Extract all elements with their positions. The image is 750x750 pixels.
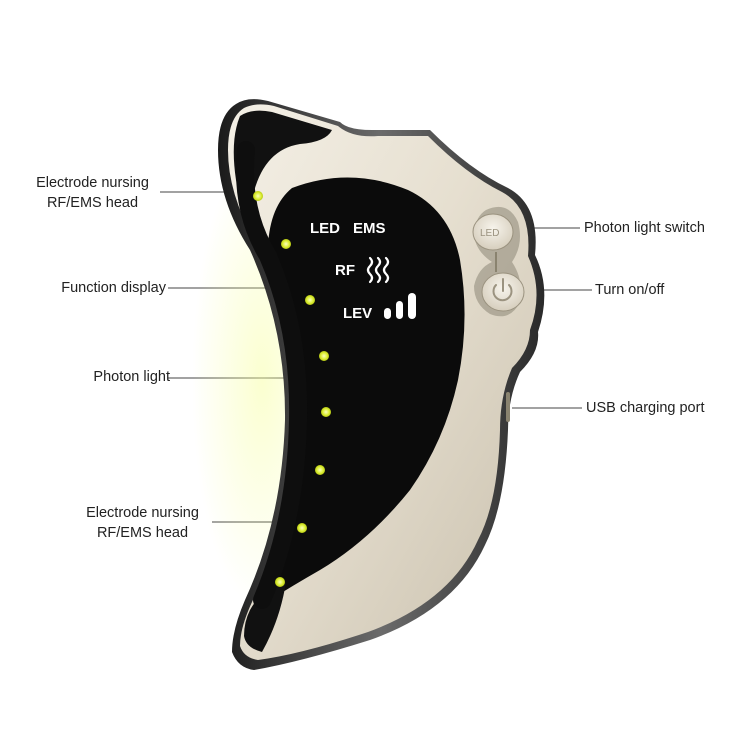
screen-rf-text: RF (335, 262, 355, 279)
label-usb-charging-port: USB charging port (586, 400, 705, 416)
label-electrode-top-line2: RF/EMS head (46, 195, 139, 211)
led-button-label: LED (480, 228, 499, 239)
button-capsule: LED (472, 206, 525, 317)
power-icon (492, 278, 513, 302)
led-dot (253, 191, 263, 201)
label-electrode-bottom: Electrode nursing RF/EMS head (70, 503, 215, 543)
led-dot (275, 577, 285, 587)
led-dot (315, 465, 325, 475)
electrode-head-bottom (244, 582, 286, 652)
photon-led-strip (253, 191, 331, 587)
led-dot (281, 239, 291, 249)
ems-wave-icon (366, 256, 390, 284)
label-electrode-top: Electrode nursing RF/EMS head (20, 173, 165, 213)
label-photon-light: Photon light (93, 369, 170, 385)
label-electrode-top-line1: Electrode nursing (36, 175, 149, 191)
usb-charging-port[interactable] (506, 392, 510, 422)
label-electrode-bottom-line2: RF/EMS head (96, 525, 189, 541)
screen-led-text: LED (310, 220, 340, 237)
led-dot (321, 407, 331, 417)
screen-lev-text: LEV (343, 305, 372, 322)
label-function-display: Function display (61, 280, 166, 296)
label-electrode-bottom-line1: Electrode nursing (86, 505, 199, 521)
led-dot (297, 523, 307, 533)
level-bars-icon (384, 293, 416, 319)
electrode-head-top (233, 110, 332, 203)
power-button[interactable] (481, 272, 525, 312)
photon-light-switch-button[interactable]: LED (472, 213, 514, 251)
led-dot (319, 351, 329, 361)
label-photon-light-switch: Photon light switch (584, 220, 705, 236)
label-turn-on-off: Turn on/off (595, 282, 665, 298)
display-panel (268, 177, 465, 600)
led-dot (305, 295, 315, 305)
screen-ems-text: EMS (353, 220, 386, 237)
